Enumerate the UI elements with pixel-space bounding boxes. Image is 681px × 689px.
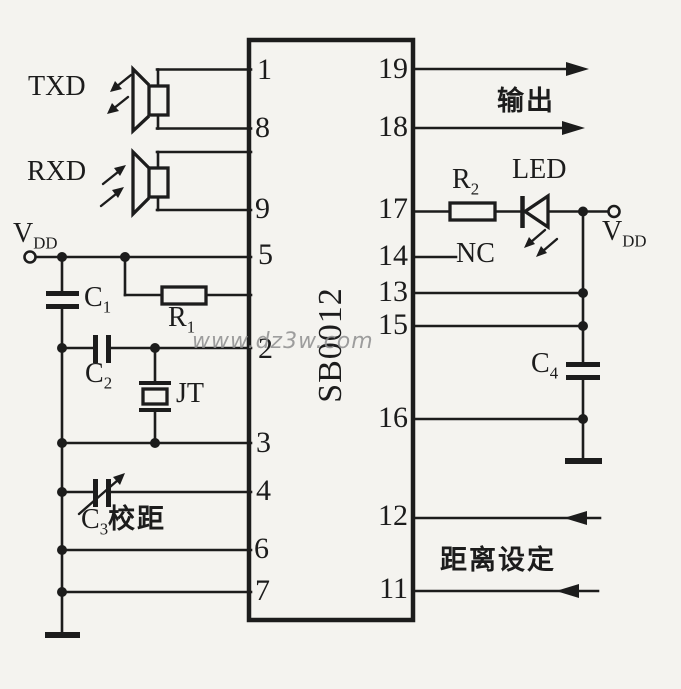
r2-label: R2 (452, 164, 480, 199)
pin-18: 18 (378, 110, 408, 143)
txd-transducer (107, 65, 170, 135)
crystal-jt (139, 381, 171, 412)
pin-11: 11 (379, 572, 408, 605)
c1-label: C1 (84, 282, 112, 317)
pin-8: 8 (255, 111, 270, 144)
pin-15: 15 (378, 308, 408, 341)
distance-setting-annotation: 距离设定 (440, 545, 556, 575)
rxd-transducer (99, 148, 170, 218)
pin-4: 4 (256, 474, 271, 507)
pin-12: 12 (378, 499, 408, 532)
r1-label: R1 (168, 302, 196, 337)
txd-label: TXD (28, 71, 86, 102)
pin-14: 14 (378, 239, 408, 272)
rxd-incoming-arrows (99, 165, 126, 208)
left-wires (34, 68, 253, 636)
resistor-r1 (160, 285, 208, 306)
pin-7: 7 (255, 574, 270, 607)
pin-17: 17 (378, 192, 408, 225)
pin-16: 16 (378, 401, 408, 434)
capacitor-c1 (46, 291, 79, 309)
output-annotation: 输出 (497, 86, 555, 116)
jt-label: JT (176, 378, 204, 409)
pin-2: 2 (258, 332, 273, 365)
led-label: LED (512, 154, 567, 185)
pin-9: 9 (255, 192, 270, 225)
junction-dots (57, 206, 588, 597)
capacitor-c4 (566, 362, 600, 380)
pin-19: 19 (378, 52, 408, 85)
c3-label: C3 (81, 504, 109, 539)
pin-6: 6 (254, 532, 269, 565)
calibration-annotation: 校距 (108, 504, 166, 534)
vdd-right-terminal (607, 204, 621, 219)
resistor-r2 (448, 201, 497, 222)
pin-1: 1 (257, 53, 272, 86)
capacitor-c3-trimmer (77, 473, 125, 516)
ground-left (45, 632, 80, 638)
nc-label: NC (456, 238, 495, 269)
pin-13: 13 (378, 275, 408, 308)
pin-3: 3 (256, 426, 271, 459)
vdd-left-terminal (23, 250, 37, 264)
pin-5: 5 (258, 238, 273, 271)
watermark: www.dz3w.com (192, 329, 374, 354)
ground-right (565, 458, 602, 464)
c2-label: C2 (85, 358, 113, 393)
right-wires (411, 67, 610, 593)
vdd-right-label: VDD (602, 216, 647, 251)
capacitor-c2 (93, 335, 111, 363)
distance-set-arrows (556, 511, 587, 598)
led-symbol (520, 192, 559, 257)
output-arrows (562, 62, 589, 135)
led-emission-arrows (524, 228, 559, 257)
c4-label: C4 (531, 348, 559, 383)
txd-emission-arrows (107, 73, 133, 114)
rxd-label: RXD (27, 156, 87, 187)
vdd-left-label: VDD (13, 218, 58, 253)
ic-body-outline (246, 37, 416, 623)
